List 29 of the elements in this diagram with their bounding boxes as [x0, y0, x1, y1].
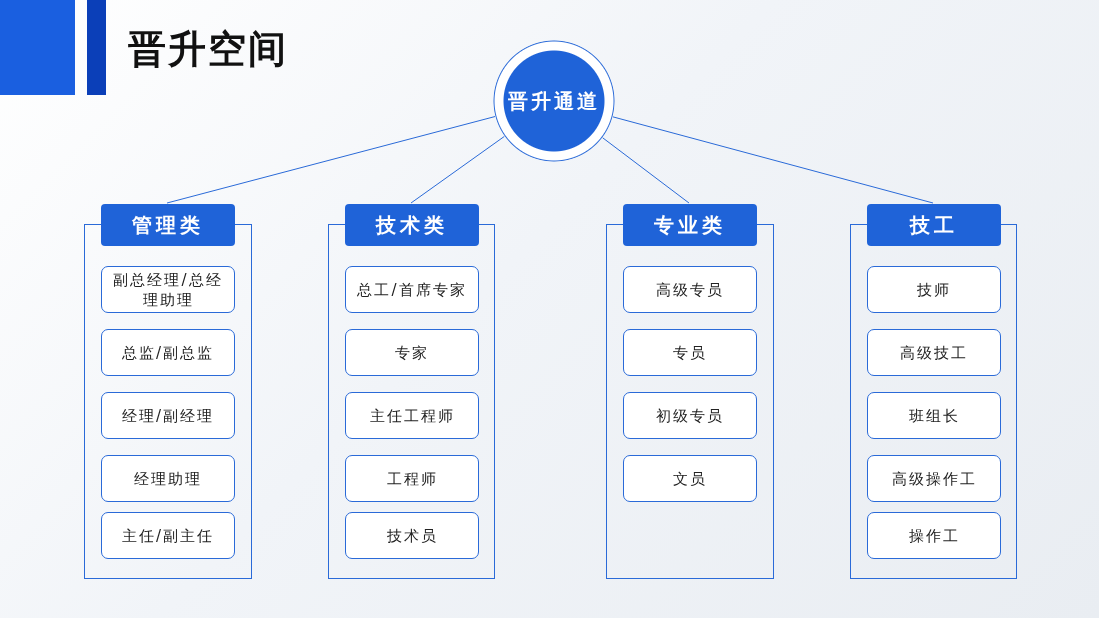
column-header: 专业类 [623, 204, 757, 246]
job-box: 总监/副总监 [101, 329, 235, 376]
job-box: 高级操作工 [867, 455, 1001, 502]
circle-node: 晋升通道 [493, 40, 615, 162]
connector-line [602, 137, 690, 204]
job-box: 主任工程师 [345, 392, 479, 439]
connector-line [612, 116, 934, 204]
job-box: 专家 [345, 329, 479, 376]
job-box: 班组长 [867, 392, 1001, 439]
job-box: 文员 [623, 455, 757, 502]
column-header: 技术类 [345, 204, 479, 246]
connector-line [166, 116, 496, 204]
job-box: 初级专员 [623, 392, 757, 439]
job-box: 副总经理/总经理助理 [101, 266, 235, 313]
connector-line [410, 135, 505, 204]
column-header: 管理类 [101, 204, 235, 246]
job-box: 经理助理 [101, 455, 235, 502]
job-box: 技师 [867, 266, 1001, 313]
column-header: 技工 [867, 204, 1001, 246]
job-box: 操作工 [867, 512, 1001, 559]
job-box: 高级技工 [867, 329, 1001, 376]
job-box: 工程师 [345, 455, 479, 502]
job-box: 技术员 [345, 512, 479, 559]
title: 晋升空间 [128, 26, 288, 73]
job-box: 高级专员 [623, 266, 757, 313]
job-box: 总工/首席专家 [345, 266, 479, 313]
job-box: 经理/副经理 [101, 392, 235, 439]
job-box: 主任/副主任 [101, 512, 235, 559]
job-box: 专员 [623, 329, 757, 376]
